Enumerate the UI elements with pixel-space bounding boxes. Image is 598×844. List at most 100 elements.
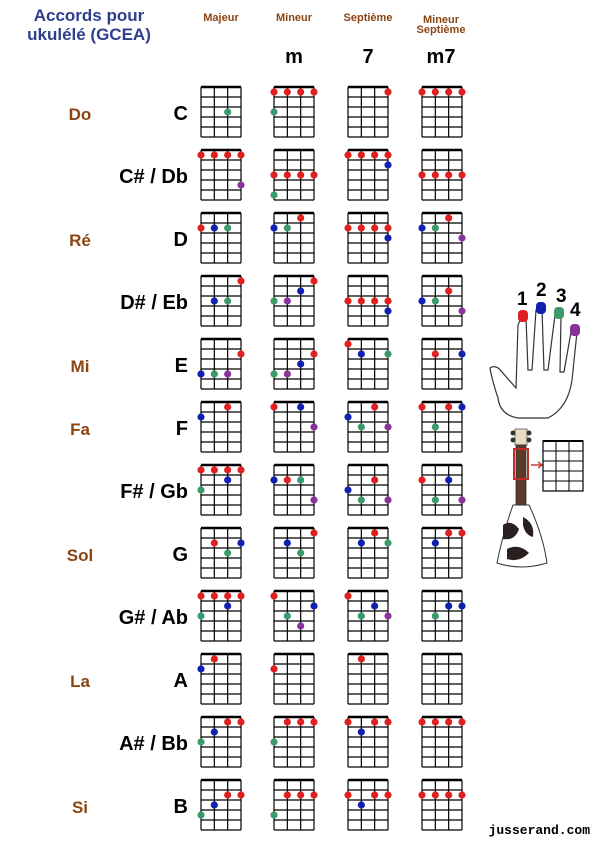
finger-dot	[310, 171, 318, 179]
chord-diagram	[200, 526, 245, 579]
column-header-minor: Mineur	[275, 12, 313, 24]
chord-diagram	[418, 85, 466, 138]
finger-dot	[445, 287, 453, 295]
finger-dot	[283, 224, 291, 232]
finger-dot	[197, 224, 205, 232]
finger-dot	[431, 539, 439, 547]
chord-name-english: D	[173, 229, 188, 251]
chord-diagram	[197, 778, 245, 831]
finger-dot	[310, 496, 318, 504]
finger-dot	[224, 151, 232, 159]
finger-dot	[210, 466, 218, 474]
finger-dot	[357, 350, 365, 358]
finger-dot	[371, 297, 379, 305]
finger-dot	[237, 350, 245, 358]
finger-dot	[270, 370, 278, 378]
column-symbol-seventh: 7	[362, 46, 374, 68]
finger-dot	[224, 476, 232, 484]
chord-diagram	[418, 211, 466, 264]
finger-dot	[384, 234, 392, 242]
chord-diagram	[421, 337, 466, 390]
finger-dot	[270, 665, 278, 673]
chord-name-english: F# / Gb	[120, 481, 188, 503]
finger-dot	[344, 413, 352, 421]
chord-diagram	[197, 589, 245, 642]
finger-dot	[431, 423, 439, 431]
chord-diagram	[344, 211, 392, 264]
chord-name-english: A	[173, 670, 188, 692]
ukulele-illustration	[496, 428, 584, 568]
finger-dot	[224, 370, 232, 378]
finger-dot	[224, 297, 232, 305]
finger-dot	[210, 728, 218, 736]
chord-diagram	[418, 463, 466, 516]
finger-dot	[283, 718, 291, 726]
finger-dot	[445, 529, 453, 537]
finger-dot	[357, 655, 365, 663]
finger-dot	[237, 539, 245, 547]
chord-name-french: Ré	[69, 231, 91, 250]
finger-dot	[445, 791, 453, 799]
finger-dot	[357, 801, 365, 809]
finger-dot	[357, 728, 365, 736]
chord-name-french: Sol	[66, 546, 94, 565]
finger-dot	[237, 181, 245, 189]
finger-dot	[297, 718, 305, 726]
finger-dot	[310, 602, 318, 610]
chord-diagram	[344, 715, 392, 768]
finger-dot	[210, 801, 218, 809]
finger-dot	[371, 476, 379, 484]
chord-name-french: Mi	[70, 357, 90, 376]
finger-dot	[458, 350, 466, 358]
finger-dot	[224, 718, 232, 726]
chord-diagram	[421, 652, 463, 705]
finger-dot	[371, 529, 379, 537]
finger-dot	[237, 592, 245, 600]
finger-dot	[297, 214, 305, 222]
finger-dot	[283, 88, 291, 96]
finger-dot	[210, 370, 218, 378]
finger-dot	[445, 476, 453, 484]
finger-dot	[224, 108, 232, 116]
finger-dot	[384, 496, 392, 504]
finger-dot	[458, 791, 466, 799]
chord-diagram	[344, 778, 392, 831]
finger-dot	[418, 476, 426, 484]
finger-dot	[297, 88, 305, 96]
finger-dot	[224, 592, 232, 600]
finger-dot	[357, 496, 365, 504]
finger-dot	[270, 88, 278, 96]
finger-dot	[197, 592, 205, 600]
title-line-1: Accords pour	[33, 6, 145, 25]
finger-dot	[210, 539, 218, 547]
chord-diagram	[418, 274, 466, 327]
finger-dot	[310, 350, 318, 358]
finger-dot	[210, 297, 218, 305]
finger-dot	[344, 791, 352, 799]
finger-dot	[237, 791, 245, 799]
finger-dot	[270, 224, 278, 232]
finger-dot	[270, 108, 278, 116]
finger-dot	[270, 191, 278, 199]
finger-dot	[431, 718, 439, 726]
finger-dot	[283, 370, 291, 378]
finger-dot	[210, 592, 218, 600]
finger-dot	[431, 224, 439, 232]
finger-dot	[384, 307, 392, 315]
chord-diagram	[344, 148, 392, 201]
finger-dot	[431, 88, 439, 96]
finger-dot	[357, 539, 365, 547]
finger-dot	[270, 592, 278, 600]
finger-dot	[384, 151, 392, 159]
finger-dot	[310, 791, 318, 799]
finger-dot	[371, 791, 379, 799]
finger-dot	[283, 791, 291, 799]
finger-dot	[270, 738, 278, 746]
chord-diagram	[200, 85, 242, 138]
chord-name-english: C	[173, 103, 188, 125]
finger-dot	[237, 718, 245, 726]
finger-dot	[237, 151, 245, 159]
finger-dot	[445, 602, 453, 610]
finger-dot	[458, 307, 466, 315]
